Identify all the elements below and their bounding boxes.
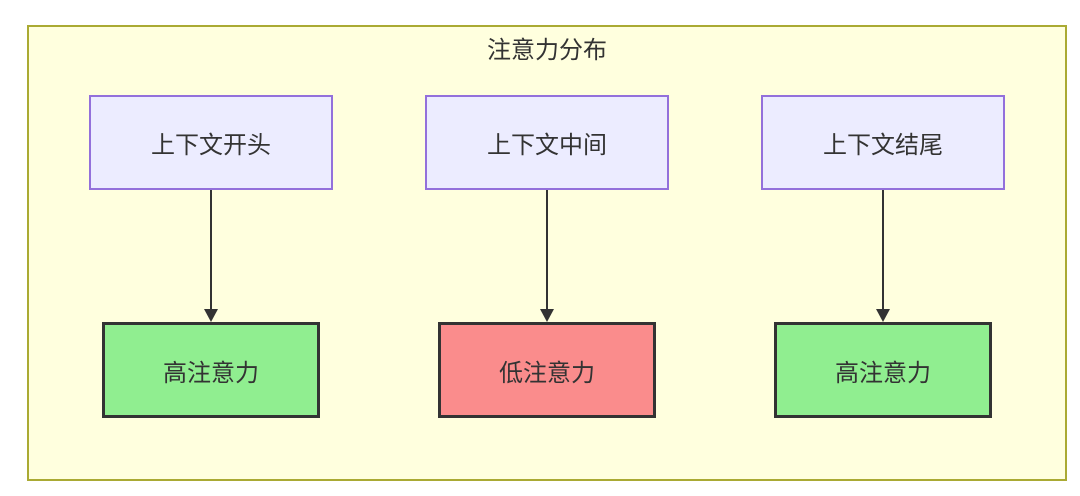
node-low-attention: 低注意力 [438,322,656,418]
node-high-attention-right: 高注意力 [774,322,992,418]
diagram-title: 注意力分布 [487,37,607,64]
arrowhead-down-icon [540,309,554,322]
flow-column-context-start: 上下文开头 高注意力 [89,95,333,418]
flow-column-context-middle: 上下文中间 低注意力 [425,95,669,418]
arrowhead-down-icon [204,309,218,322]
arrowhead-down-icon [876,309,890,322]
node-high-attention-left: 高注意力 [102,322,320,418]
arrow-line [546,190,548,310]
diagram-body: 上下文开头 高注意力 上下文中间 低注意力 上下文结尾 高注意力 [29,95,1065,418]
attention-distribution-diagram: 注意力分布 上下文开头 高注意力 上下文中间 低注意力 上下文结尾 高注 [27,25,1067,481]
node-context-end: 上下文结尾 [761,95,1005,190]
flow-column-context-end: 上下文结尾 高注意力 [761,95,1005,418]
arrow-line [210,190,212,310]
arrow-context-middle [540,190,554,322]
arrow-context-start [204,190,218,322]
arrow-context-end [876,190,890,322]
node-context-middle: 上下文中间 [425,95,669,190]
node-context-start: 上下文开头 [89,95,333,190]
arrow-line [882,190,884,310]
